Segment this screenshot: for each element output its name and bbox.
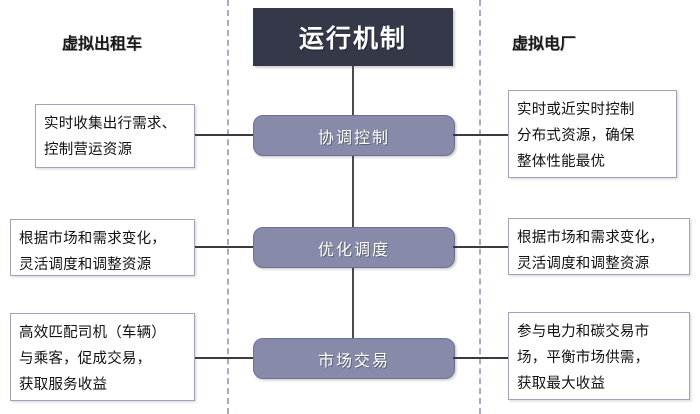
connector-left-1: [195, 134, 253, 136]
stage-box-coordination-control[interactable]: 协调控制: [253, 115, 455, 156]
connector-left-2: [195, 246, 253, 248]
connector-left-3: [195, 357, 253, 359]
diagram-title-block: 运行机制: [253, 8, 453, 66]
left-description-text-1: 实时收集出行需求、 控制营运资源: [44, 116, 177, 158]
right-description-text-2: 根据市场和需求变化， 灵活调度和调整资源: [517, 230, 664, 272]
column-divider-right: [479, 0, 481, 414]
right-description-box-1: 实时或近实时控制 分布式资源，确保 整体性能最优: [508, 90, 677, 178]
diagram-title: 运行机制: [298, 25, 407, 53]
connector-right-2: [453, 246, 508, 248]
right-description-text-3: 参与电力和碳交易市 场，平衡市场供需， 获取最大收益: [517, 324, 650, 392]
spine-segment-1: [352, 66, 354, 115]
right-description-box-3: 参与电力和碳交易市 场，平衡市场供需， 获取最大收益: [508, 312, 690, 400]
spine-segment-3: [352, 266, 354, 338]
column-divider-left: [227, 0, 229, 414]
stage-box-optimized-dispatch[interactable]: 优化调度: [253, 227, 455, 268]
right-description-box-2: 根据市场和需求变化， 灵活调度和调整资源: [508, 218, 690, 275]
stage-box-market-trading[interactable]: 市场交易: [253, 338, 455, 379]
left-description-text-2: 根据市场和需求变化， 灵活调度和调整资源: [19, 231, 166, 273]
left-description-box-3: 高效匹配司机（车辆） 与乘客，促成交易， 获取服务收益: [10, 313, 195, 401]
stage-label-optimized-dispatch: 优化调度: [317, 241, 390, 259]
spine-segment-2: [352, 154, 354, 227]
connector-right-1: [453, 134, 508, 136]
column-heading-right: 虚拟电厂: [512, 36, 577, 53]
right-description-text-1: 实时或近实时控制 分布式资源，确保 整体性能最优: [517, 102, 635, 170]
left-description-box-1: 实时收集出行需求、 控制营运资源: [35, 104, 195, 168]
connector-right-3: [453, 357, 508, 359]
column-heading-left: 虚拟出租车: [62, 36, 143, 53]
stage-label-coordination-control: 协调控制: [317, 129, 390, 147]
stage-label-market-trading: 市场交易: [317, 352, 390, 370]
left-description-box-2: 根据市场和需求变化， 灵活调度和调整资源: [10, 219, 195, 276]
left-description-text-3: 高效匹配司机（车辆） 与乘客，促成交易， 获取服务收益: [19, 325, 166, 393]
